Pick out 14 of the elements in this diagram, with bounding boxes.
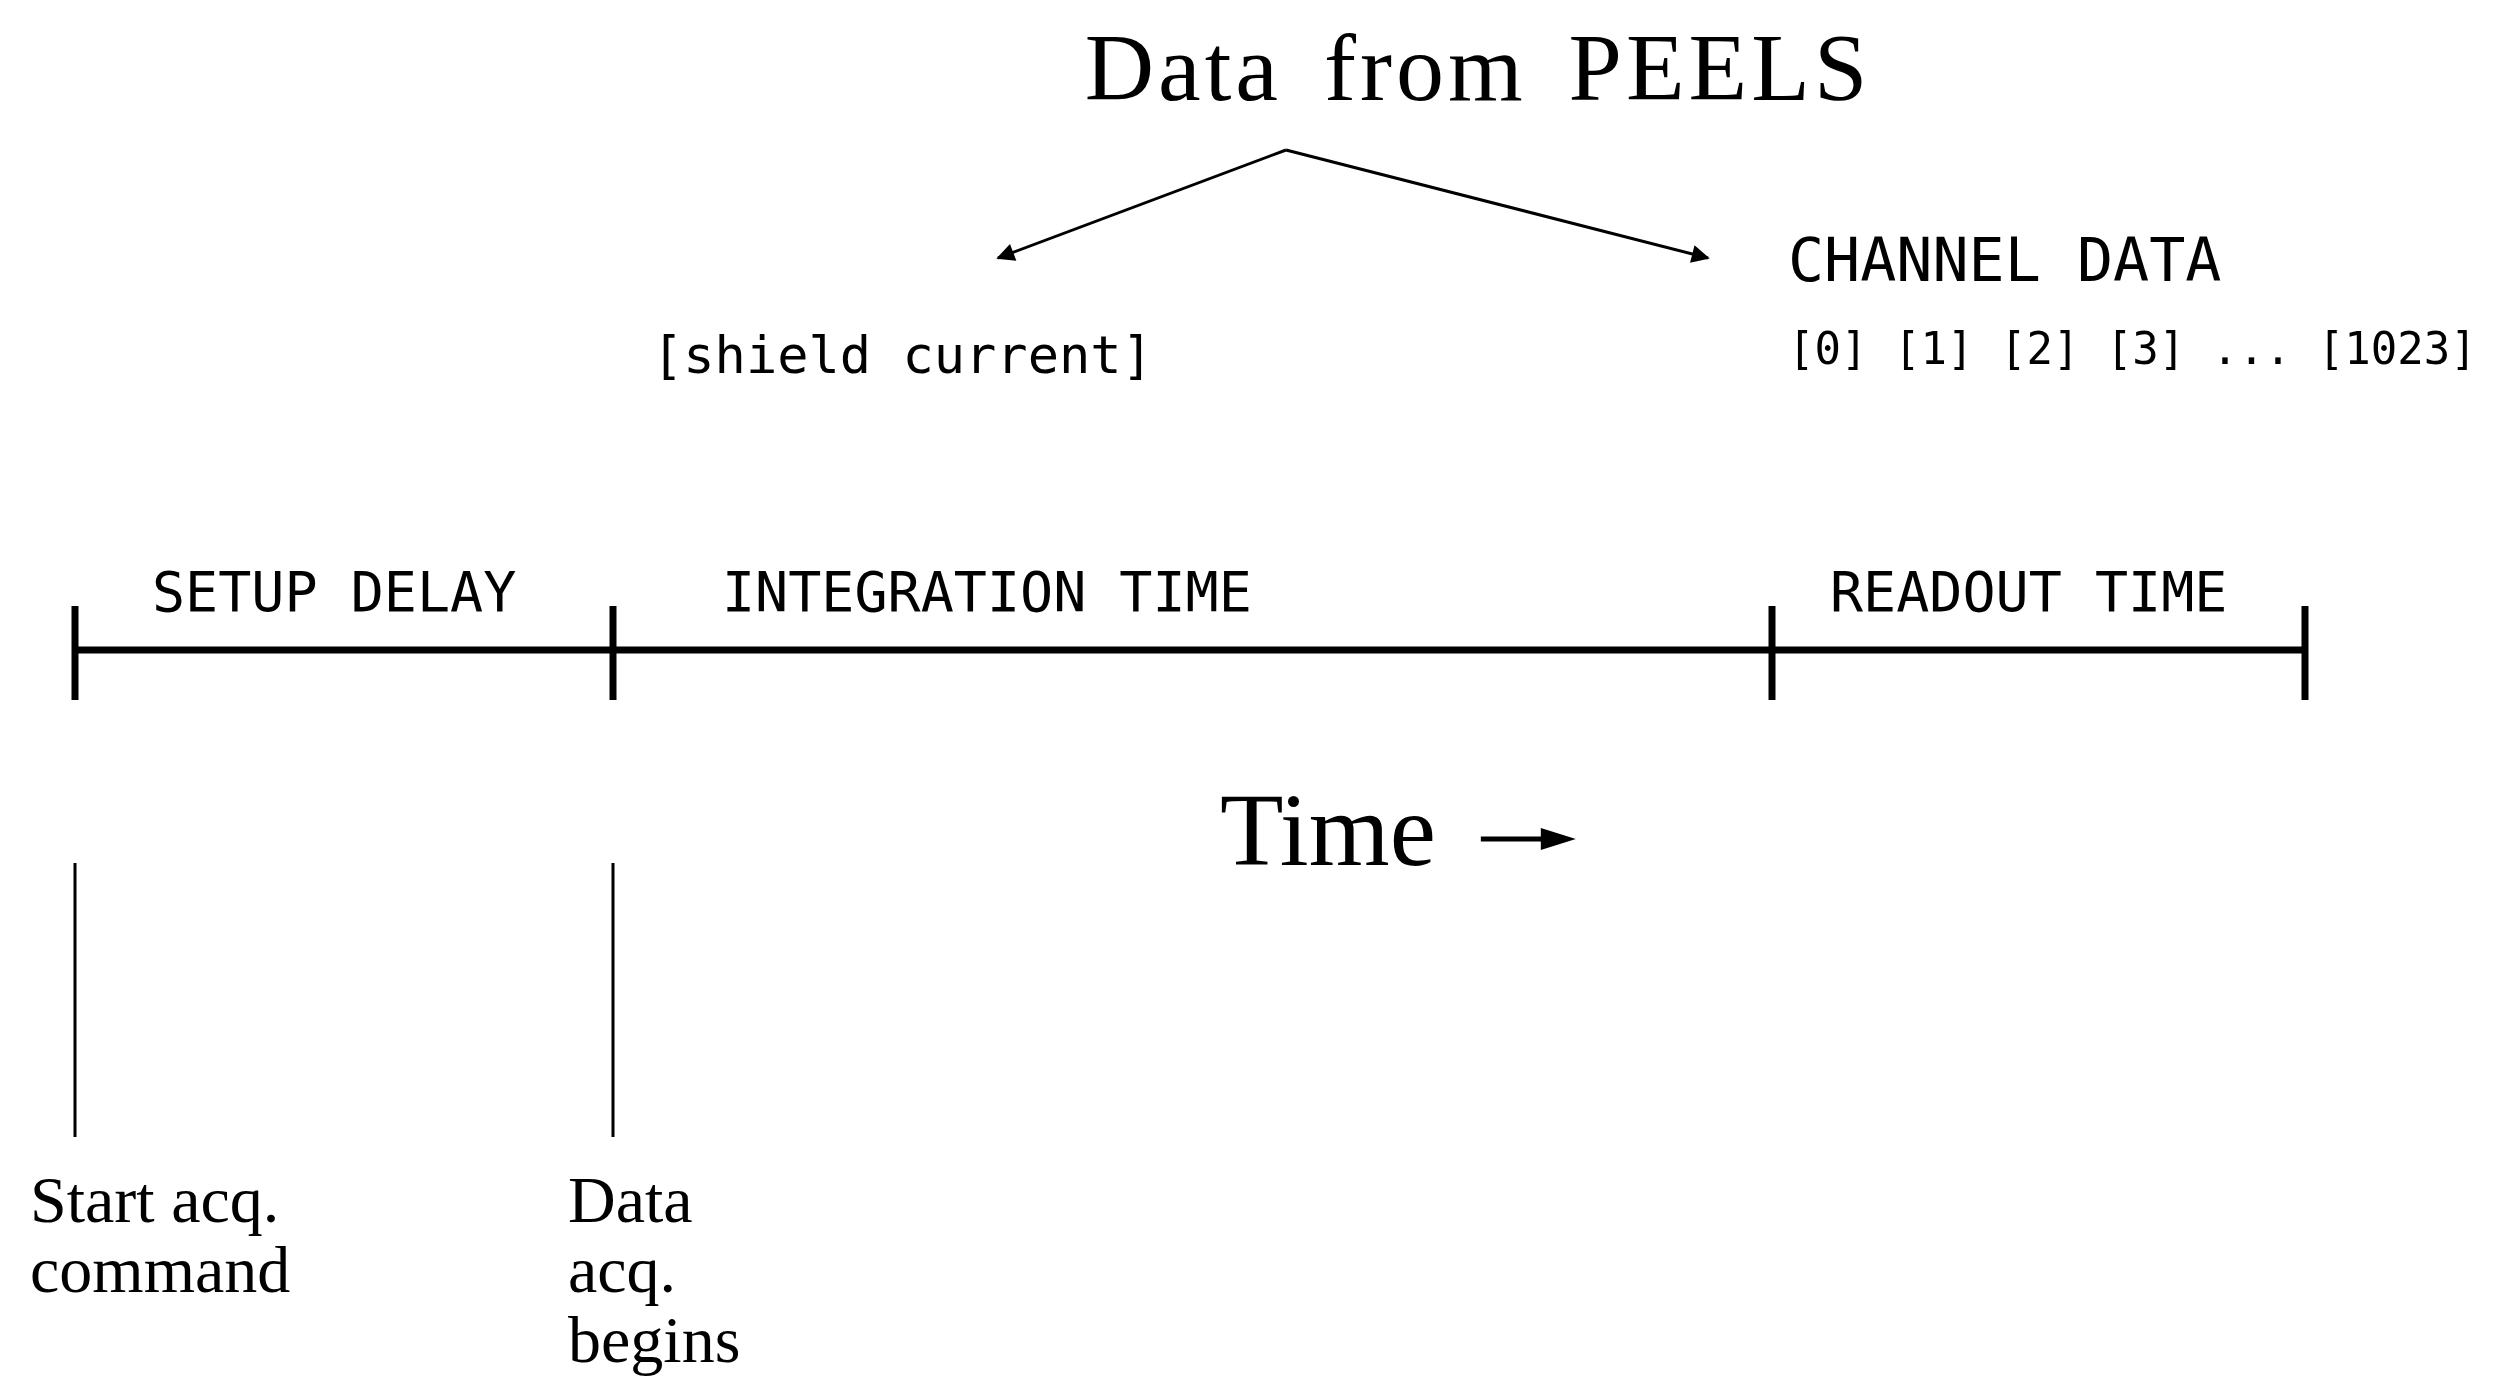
arrow	[1285, 148, 1710, 263]
annotation-text: Data acq. begins	[568, 1165, 741, 1375]
node-heading: CHANNEL DATA	[1788, 225, 2223, 295]
interval-label: SETUP DELAY	[152, 560, 517, 624]
interval-label: INTEGRATION TIME	[722, 560, 1252, 624]
node-text: [0] [1] [2] [3] ... [1023]	[1788, 323, 2477, 374]
leader-line	[73, 863, 77, 1137]
annotation-text: Start acq. command	[30, 1165, 291, 1305]
node-text: [shield current]	[652, 325, 1153, 385]
axis-label: Time	[1220, 771, 1436, 889]
arrow	[996, 148, 1287, 261]
interval-label: READOUT TIME	[1830, 560, 2228, 624]
leader-line	[611, 863, 615, 1137]
title: Data from PEELS	[1084, 13, 1872, 123]
